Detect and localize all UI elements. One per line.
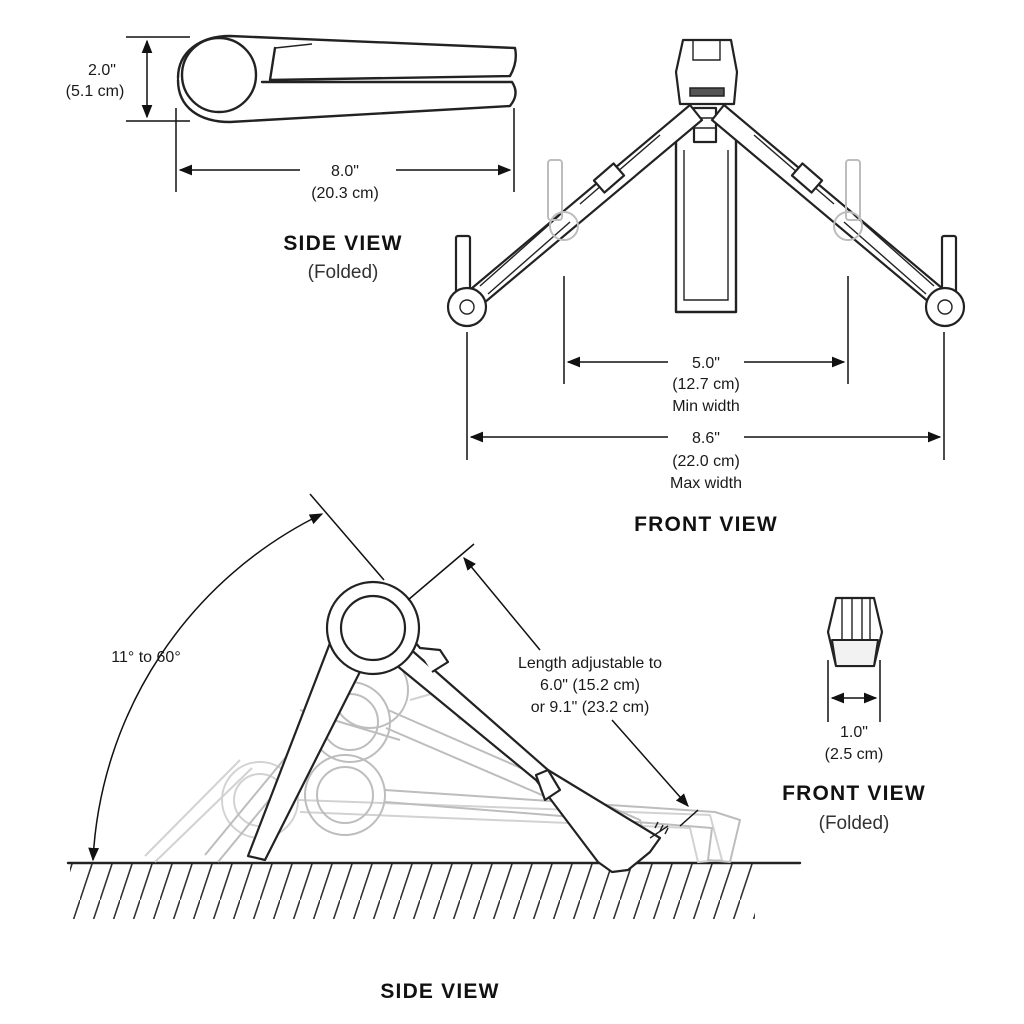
folded-stand-front-drawing bbox=[826, 596, 884, 668]
side-view-folded-subtitle: (Folded) bbox=[308, 262, 379, 283]
min-width-dimension: 5.0" (12.7 cm) Min width bbox=[563, 276, 849, 415]
angle-dimension: 11° to 60° bbox=[88, 493, 385, 862]
folded-length-cm: (20.3 cm) bbox=[311, 185, 379, 202]
angle-range-label: 11° to 60° bbox=[111, 649, 180, 666]
max-width-in: 8.6" bbox=[692, 430, 720, 447]
folded-height-cm: (5.1 cm) bbox=[66, 83, 125, 100]
min-width-cm: (12.7 cm) bbox=[672, 376, 740, 393]
side-view-title: SIDE VIEW bbox=[380, 980, 499, 1003]
front-view-folded-group: 1.0" (2.5 cm) FRONT VIEW (Folded) bbox=[782, 596, 926, 834]
folded-width-dimension: 1.0" (2.5 cm) bbox=[825, 660, 884, 763]
length-line-2: 6.0" (15.2 cm) bbox=[540, 677, 640, 694]
length-dimension: Length adjustable to 6.0" (15.2 cm) or 9… bbox=[407, 543, 699, 827]
side-view-group: 11° to 60° Length adjustable to 6.0" (15… bbox=[66, 493, 802, 1003]
max-width-label: Max width bbox=[670, 475, 742, 492]
front-view-title: FRONT VIEW bbox=[634, 513, 778, 536]
folded-width-in: 1.0" bbox=[840, 724, 868, 741]
length-line-3: or 9.1" (23.2 cm) bbox=[531, 699, 650, 716]
max-width-dimension: 8.6" (22.0 cm) Max width bbox=[466, 332, 945, 492]
folded-length-dimension: 8.0" (20.3 cm) bbox=[175, 108, 515, 202]
ground-hatch bbox=[70, 864, 755, 919]
stand-front-drawing bbox=[446, 38, 966, 328]
stand-side-drawing bbox=[246, 580, 669, 874]
front-view-folded-title: FRONT VIEW bbox=[782, 782, 926, 805]
folded-length-in: 8.0" bbox=[331, 163, 359, 180]
max-width-cm: (22.0 cm) bbox=[672, 453, 740, 470]
front-view-folded-subtitle: (Folded) bbox=[819, 813, 890, 834]
front-view-group: 5.0" (12.7 cm) Min width 8.6" (22.0 cm) … bbox=[446, 38, 966, 536]
folded-stand-side-drawing bbox=[176, 34, 518, 124]
side-view-folded-title: SIDE VIEW bbox=[283, 232, 402, 255]
folded-width-cm: (2.5 cm) bbox=[825, 746, 884, 763]
min-width-label: Min width bbox=[672, 398, 740, 415]
min-width-in: 5.0" bbox=[692, 355, 720, 372]
side-view-folded-group: 2.0" (5.1 cm) 8.0" (20.3 cm) SIDE VIEW (… bbox=[66, 34, 518, 283]
folded-height-in: 2.0" bbox=[88, 62, 116, 79]
length-line-1: Length adjustable to bbox=[518, 655, 662, 672]
folded-height-dimension: 2.0" (5.1 cm) bbox=[66, 36, 190, 122]
